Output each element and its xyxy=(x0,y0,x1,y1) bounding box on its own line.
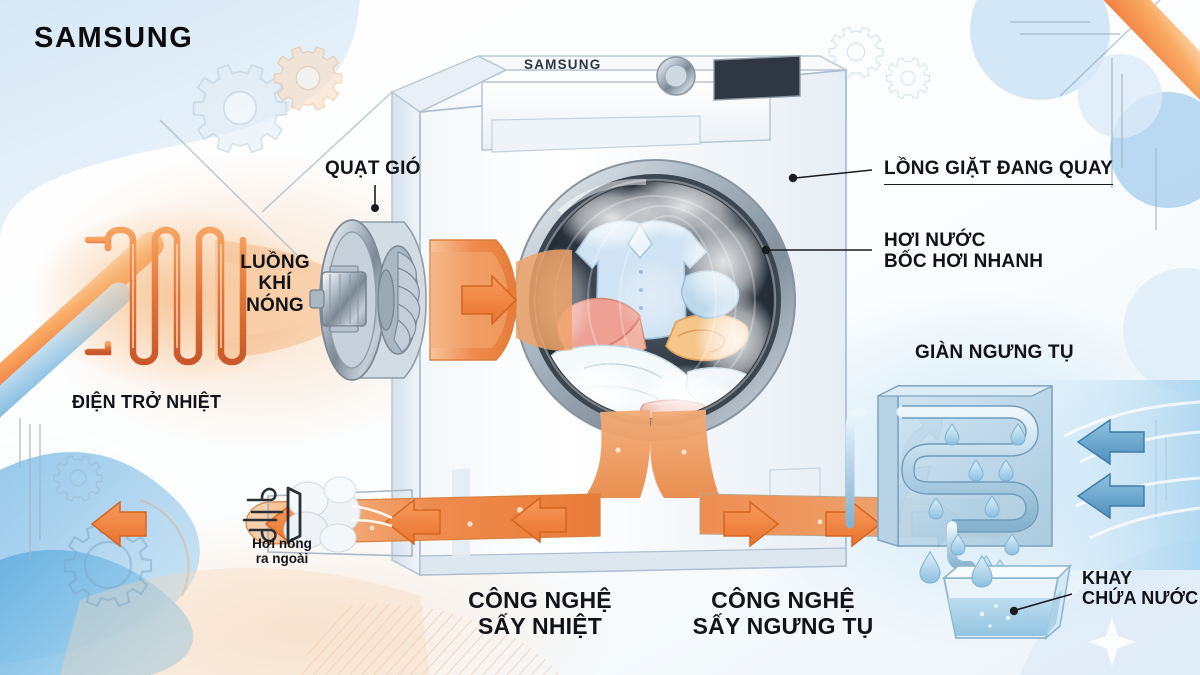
label-exhaust: Hơi nóng ra ngoài xyxy=(252,536,312,567)
label-heater: ĐIỆN TRỞ NHIỆT xyxy=(72,392,222,412)
hot-air-arrow-icon xyxy=(461,274,518,326)
leader-lines xyxy=(371,169,1073,616)
label-tech-heat: CÔNG NGHỆ SẤY NHIỆT xyxy=(468,587,612,639)
water-tray xyxy=(919,550,1136,666)
drum-assembly xyxy=(514,159,796,441)
condenser-unit xyxy=(845,380,1200,582)
sparkle-icon xyxy=(1088,618,1136,666)
blower-fan xyxy=(309,219,518,381)
fan-impeller xyxy=(377,245,421,355)
decor-bar xyxy=(1074,0,1200,108)
label-tech-condense: CÔNG NGHỆ SẤY NGƯNG TỤ xyxy=(692,587,874,639)
wind-vent-icon xyxy=(242,486,302,544)
label-water-tray: KHAY CHỨA NƯỚC xyxy=(1082,568,1199,609)
fan-motor xyxy=(309,265,367,333)
cool-air-arrow-icon xyxy=(1076,418,1145,520)
label-drum: LỒNG GIẶT ĐANG QUAY xyxy=(884,158,1113,186)
samsung-logo: SAMSUNG xyxy=(34,22,194,54)
water-droplet-icon xyxy=(919,550,993,588)
label-condenser: GIÀN NGƯNG TỤ xyxy=(915,342,1074,363)
label-steam: HƠI NƯỚC BỐC HƠI NHANH xyxy=(884,230,1044,273)
display-panel xyxy=(713,55,801,101)
label-fan: QUẠT GIÓ xyxy=(325,158,421,179)
heating-coil-highlight xyxy=(132,244,222,348)
machine-brand-badge: SAMSUNG xyxy=(524,57,601,72)
condenser-coil-outline xyxy=(901,405,1039,533)
gear-icon xyxy=(53,454,190,608)
condenser-coil xyxy=(896,406,1038,532)
detergent-drawer xyxy=(491,115,701,153)
gear-icon xyxy=(192,45,343,154)
gear-icon xyxy=(828,26,931,100)
label-hot-airflow: LUỒNG KHÍ NÓNG xyxy=(240,252,310,316)
